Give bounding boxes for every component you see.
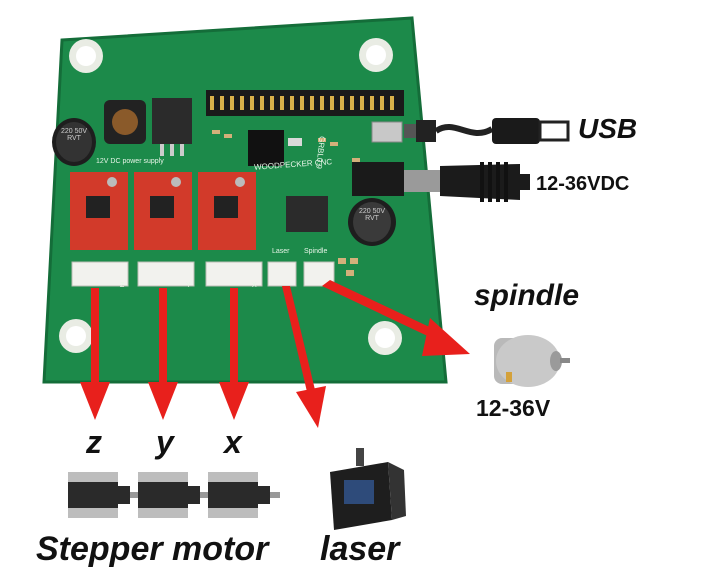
usb-cable-icon [404, 118, 568, 144]
axis-x-label: x [224, 424, 242, 461]
laser-label: laser [320, 530, 399, 569]
spindle-voltage-label: 12-36V [476, 395, 550, 422]
dc-input-label: 12-36VDC [536, 173, 629, 196]
dc-motor-icon [494, 335, 570, 387]
stepper-motor-icon [68, 472, 280, 518]
silkscreen-laser: Laser [272, 248, 290, 255]
connector-laser [268, 262, 296, 286]
capacitor-left-label: 220 50V RVT [58, 128, 90, 142]
usb-label: USB [578, 113, 637, 145]
pin-header [206, 90, 404, 116]
capacitor-left [52, 118, 96, 166]
silkscreen-axis-y: Y [186, 282, 191, 289]
axis-z-label: z [86, 424, 102, 461]
inductor [104, 100, 146, 144]
silkscreen-axis-x: X [252, 282, 257, 289]
silkscreen-axis-z: Z [120, 282, 124, 289]
spindle-label: spindle [474, 279, 579, 313]
dc-jack [352, 162, 404, 196]
capacitor-right-label: 220 50V RVT [356, 208, 388, 222]
stepper-motor-x [208, 472, 280, 518]
usb-port [372, 122, 402, 142]
stepper-motor-label: Stepper motor [36, 530, 268, 569]
silkscreen-spindle: Spindle [304, 248, 327, 255]
stepper-driver-z [70, 172, 128, 250]
stepper-motor-y [138, 472, 210, 518]
axis-y-label: y [156, 424, 174, 461]
laser-module-icon [330, 448, 406, 530]
capacitor-right [348, 198, 396, 246]
silkscreen-power-note: 12V DC power supply [96, 158, 164, 165]
stepper-driver-y [134, 172, 192, 250]
mosfet [286, 196, 328, 232]
stepper-motor-z [68, 472, 140, 518]
stepper-driver-x [198, 172, 256, 250]
